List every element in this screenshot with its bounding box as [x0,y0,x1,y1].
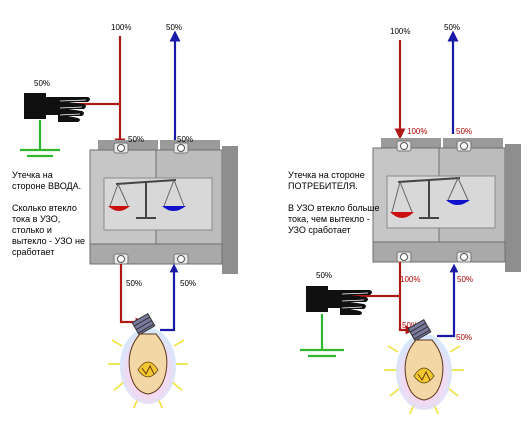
left-out-neutral-label: 50% [180,279,196,288]
right-phase-wire-out [398,262,415,335]
right-top-phase-label: 100% [390,27,410,36]
left-leak-label: 50% [34,79,50,88]
right-lamp-icon [383,318,465,415]
right-lamp-neutral-label: 50% [456,333,472,342]
right-in-phase-label: 100% [407,127,427,136]
left-phase-wire-out [119,264,145,327]
right-lamp-phase-label: 50% [402,321,418,330]
left-out-phase-label: 50% [126,279,142,288]
right-rcd-device [372,137,522,273]
right-leak-label: 50% [316,271,332,280]
right-top-neutral-label: 50% [444,23,460,32]
left-in-phase-label: 50% [128,135,144,144]
right-hand-icon [305,285,373,316]
right-neutral-wire-in [437,263,459,338]
right-scene: 100% 50% 100% 50% 100% 50% 50% 50% 50% [288,23,522,415]
right-ground-icon [300,314,344,358]
right-scale-icon [390,177,470,219]
right-out-phase-label: 100% [400,275,420,284]
right-out-neutral-label: 50% [457,275,473,284]
left-lamp-icon [107,312,189,409]
left-neutral-wire-in [160,263,179,332]
left-top-neutral-label: 50% [166,23,182,32]
left-hand-icon [23,92,91,123]
right-caption: Утечка на стороне ПОТРЕБИТЕЛЯ. В УЗО вте… [288,170,382,235]
left-scene: 100% 50% 50% [12,23,239,409]
right-in-neutral-label: 50% [456,127,472,136]
left-scale-icon [108,179,186,219]
left-top-phase-label: 100% [111,23,131,32]
left-caption: Утечка на стороне ВВОДА. Сколько втекло … [12,170,88,257]
left-in-neutral-label: 50% [177,135,193,144]
left-ground-icon [20,120,60,158]
